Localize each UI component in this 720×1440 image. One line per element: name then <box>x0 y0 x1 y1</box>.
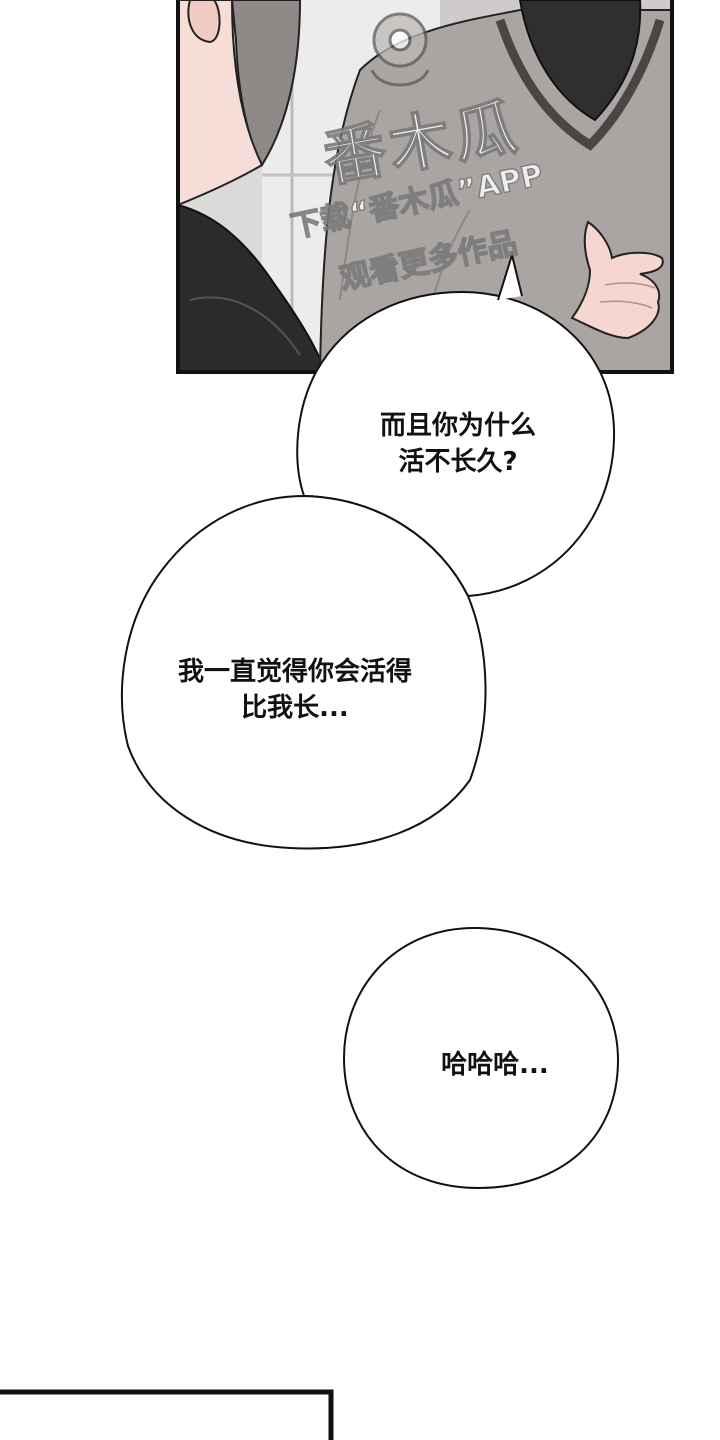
right-character-vneck-trim <box>495 18 665 151</box>
watermark-logo-icon <box>370 12 430 87</box>
speech-bubble-3-line-1: 哈哈哈... <box>441 1050 549 1080</box>
speech-bubble-1-line-1: 而且你为什么 <box>379 411 536 441</box>
speech-bubble-1-line-2: 活不长久? <box>398 447 518 477</box>
speech-bubble-2-line-2: 比我长... <box>241 693 349 723</box>
speech-bubble-3-text: 哈哈哈... <box>410 1047 580 1083</box>
speech-bubble-2-text: 我一直觉得你会活得 比我长... <box>140 654 450 726</box>
speech-bubble-1-tail <box>497 251 523 301</box>
next-panel-border <box>0 1389 334 1440</box>
top-panel <box>176 0 674 374</box>
left-character-face <box>178 0 264 207</box>
speech-bubble-2 <box>120 494 487 850</box>
left-character-ear <box>187 0 221 44</box>
speech-bubble-1-text: 而且你为什么 活不长久? <box>338 408 578 480</box>
speech-bubble-2-line-1: 我一直觉得你会活得 <box>177 657 412 687</box>
right-character-hand <box>570 220 664 340</box>
right-character-turtleneck <box>518 0 642 122</box>
speech-bubble-3 <box>342 926 620 1190</box>
